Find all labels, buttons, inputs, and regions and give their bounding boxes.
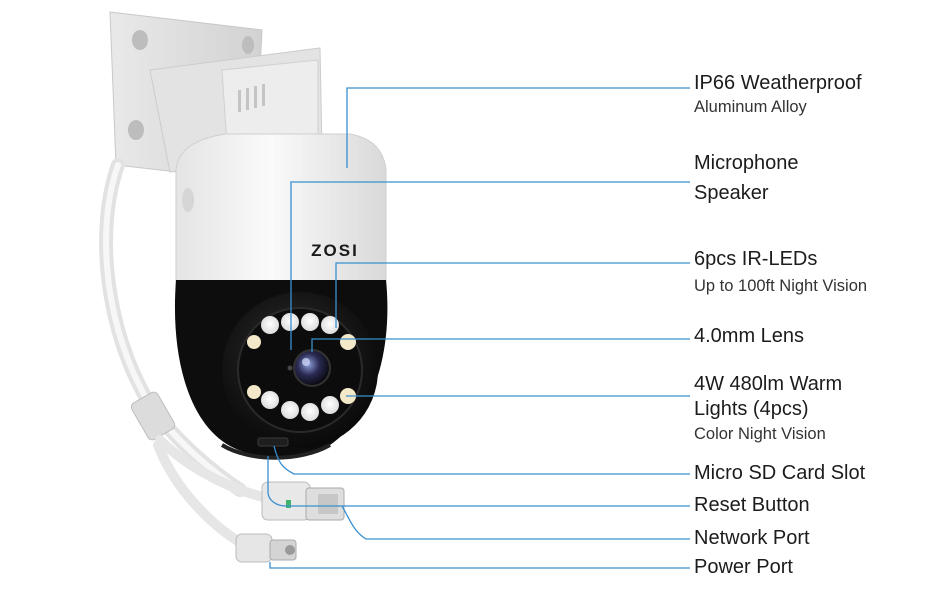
sd-card-slot xyxy=(257,437,289,447)
callout-title: Micro SD Card Slot xyxy=(694,462,866,484)
callout-title: Microphone xyxy=(694,152,799,174)
lens xyxy=(293,349,331,387)
callout-title: 4W 480lm Warm xyxy=(694,373,843,395)
callout-warm-lights: 4W 480lm Warm Lights (4pcs) Color Night … xyxy=(694,372,842,445)
callout-title: 4.0mm Lens xyxy=(694,325,805,347)
callout-title: Speaker xyxy=(694,182,769,204)
callout-sd-card-slot: Micro SD Card Slot xyxy=(694,461,865,486)
zosi-logo: ZOSI xyxy=(311,241,359,260)
callout-title: IP66 Weatherproof xyxy=(694,72,862,94)
callout-subtitle: Color Night Vision xyxy=(694,425,826,443)
microphone-hole xyxy=(287,365,293,371)
callout-weatherproof: IP66 Weatherproof Aluminum Alloy xyxy=(694,71,862,118)
camera-dome xyxy=(174,280,388,460)
callout-reset-button: Reset Button xyxy=(694,493,810,518)
callout-network-port: Network Port xyxy=(694,526,810,551)
camera-housing: ZOSI xyxy=(175,133,387,291)
callout-microphone-speaker: Microphone Speaker xyxy=(694,151,799,206)
power-port-connector xyxy=(235,533,297,563)
callout-ir-leds: 6pcs IR-LEDs Up to 100ft Night Vision xyxy=(694,247,867,297)
callout-lens: 4.0mm Lens xyxy=(694,324,804,349)
callout-power-port: Power Port xyxy=(694,555,793,580)
network-port-connector xyxy=(261,481,345,521)
callout-title: Reset Button xyxy=(694,494,810,516)
callout-title: Power Port xyxy=(694,556,793,578)
leader-lines xyxy=(267,87,690,569)
callout-title: 6pcs IR-LEDs xyxy=(694,248,818,270)
callout-title: Network Port xyxy=(694,527,810,549)
callout-subtitle: Aluminum Alloy xyxy=(694,98,807,116)
callout-subtitle: Up to 100ft Night Vision xyxy=(694,277,868,295)
callout-title: Lights (4pcs) xyxy=(694,398,809,420)
led-array xyxy=(247,313,356,421)
